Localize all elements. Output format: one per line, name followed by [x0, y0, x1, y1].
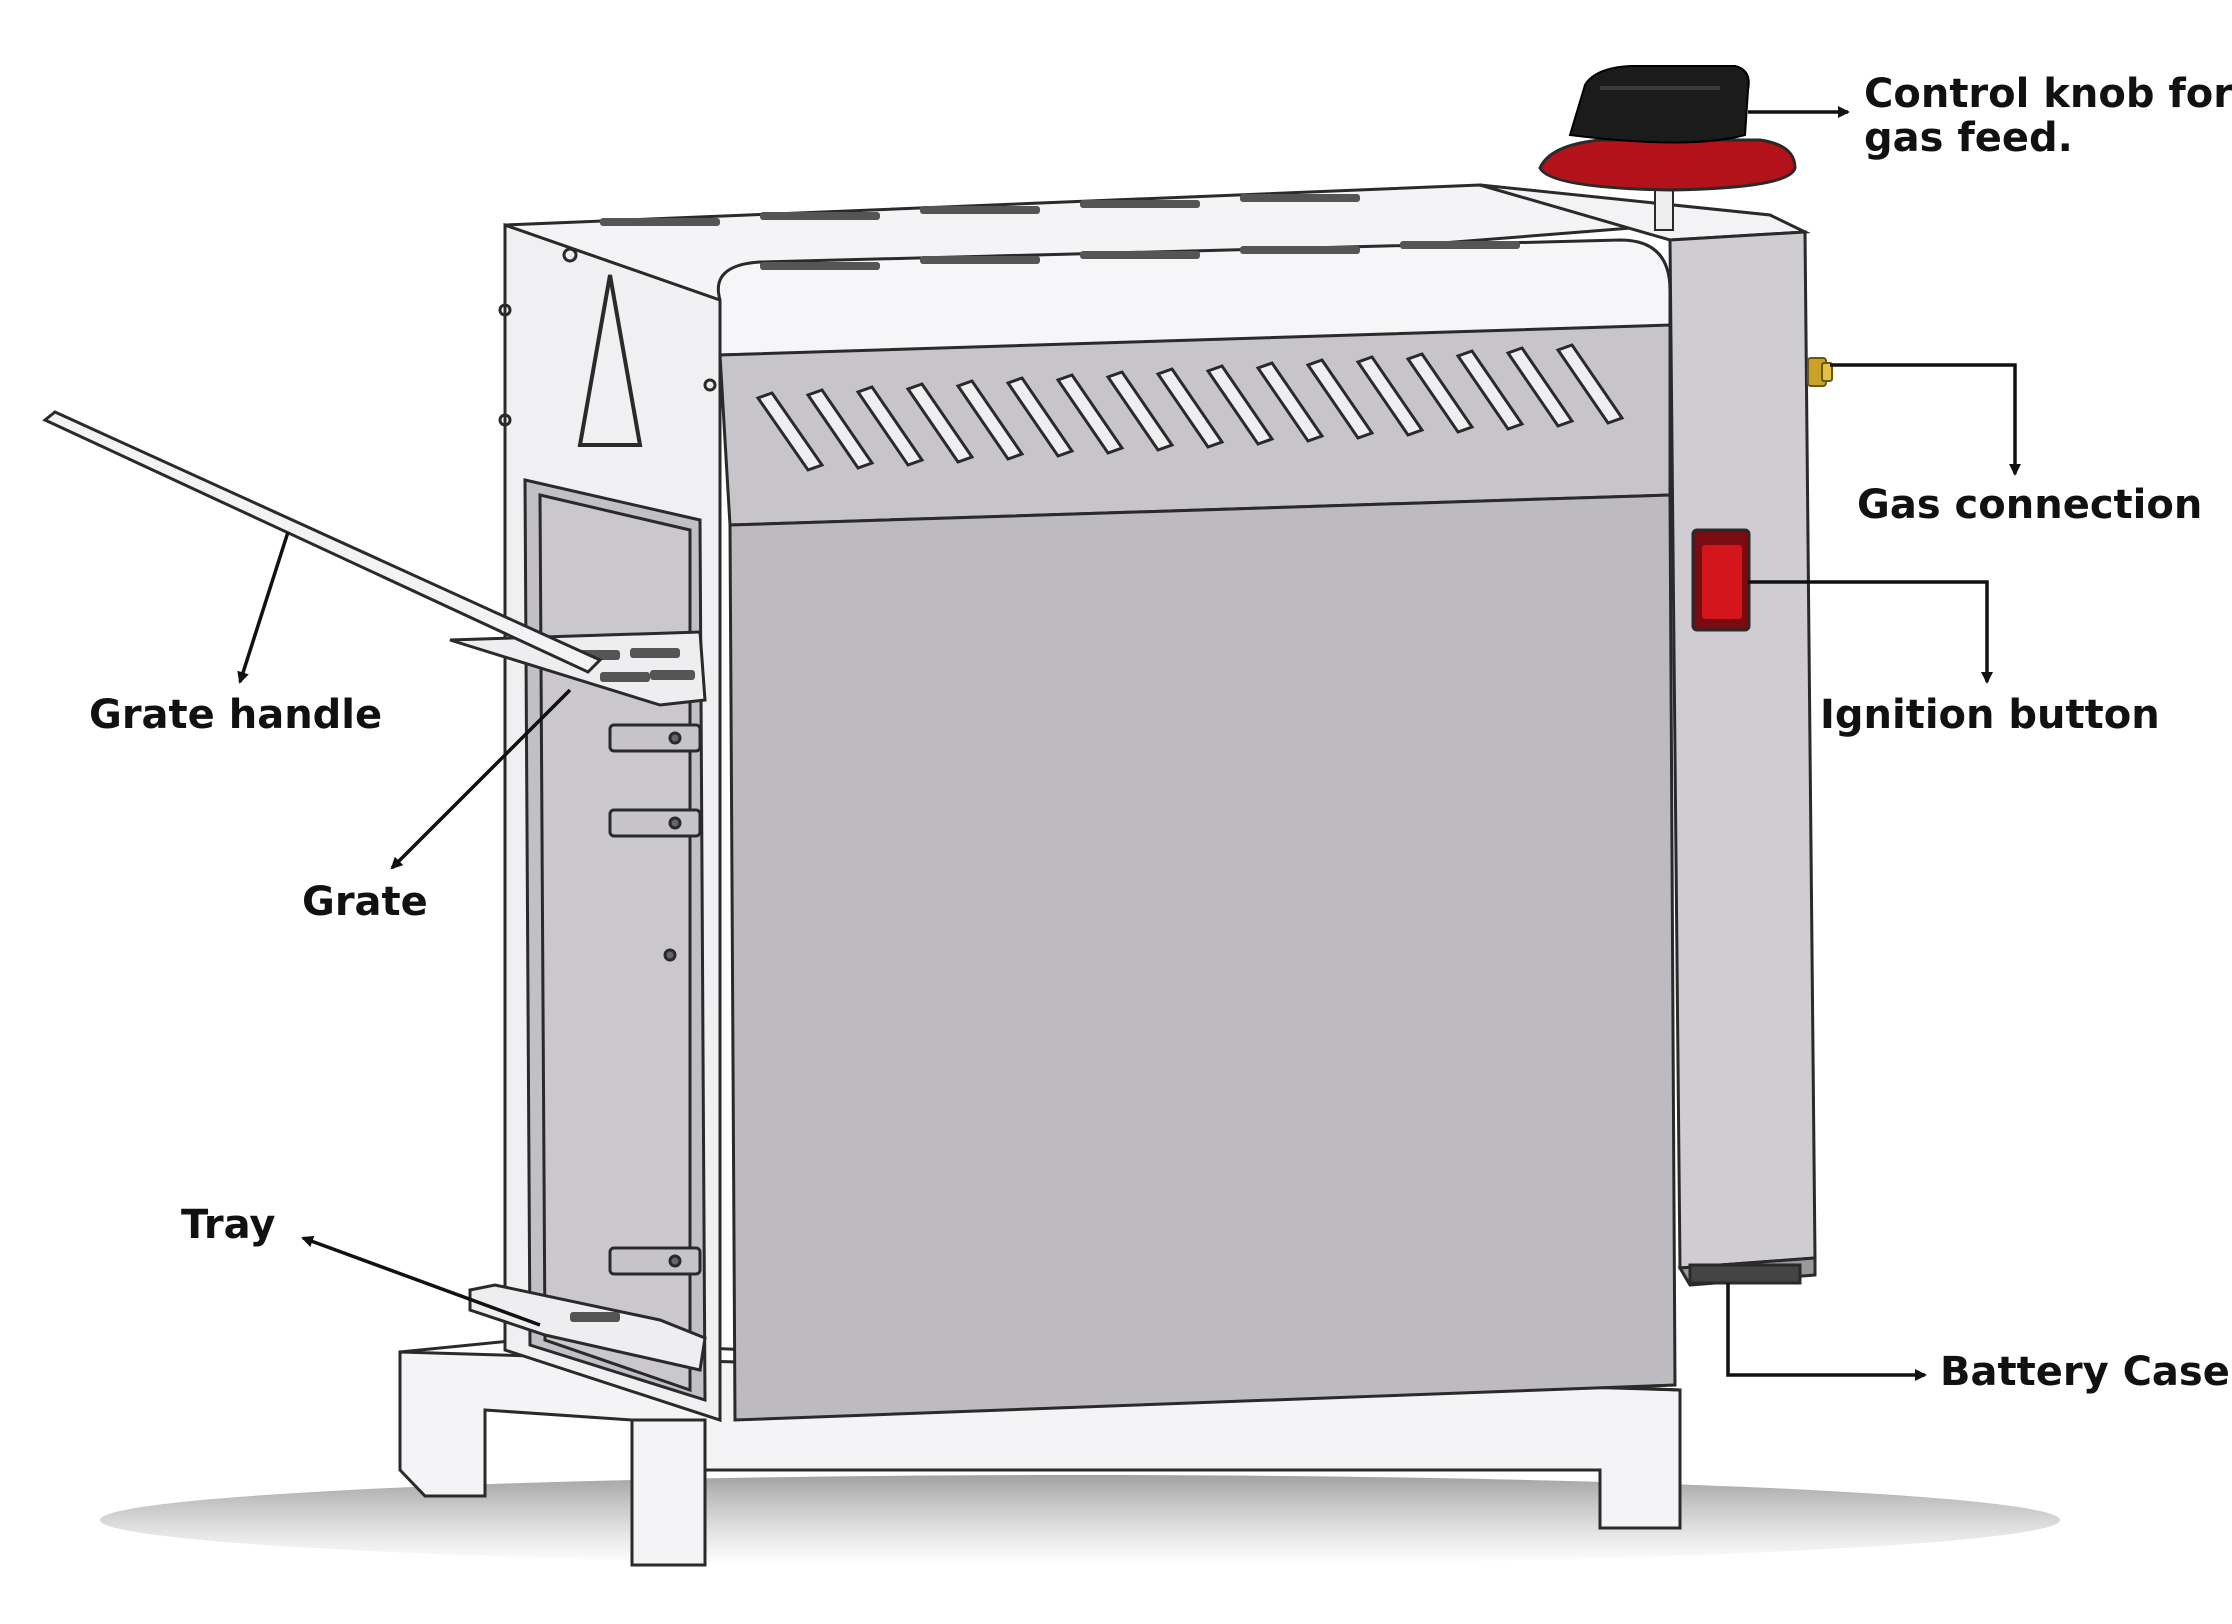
control-knob-label-line2: gas feed.	[1864, 115, 2073, 161]
battery-case	[1688, 1263, 1802, 1285]
tray-callout	[301, 1235, 541, 1327]
tray-label: Tray	[181, 1202, 276, 1248]
gas-callout	[1830, 363, 2021, 476]
grill-left-side	[498, 222, 722, 1423]
grate-handle	[42, 410, 603, 674]
battery-callout	[1726, 1283, 1927, 1381]
front-main-panel	[728, 493, 1677, 1422]
callout-lines	[237, 106, 2021, 1381]
grate-callout	[390, 688, 572, 870]
control-knob-label-line1: Control knob for	[1864, 71, 2232, 117]
grate-handle-label: Grate handle	[89, 692, 383, 738]
ignition-button-label: Ignition button	[1820, 692, 2160, 738]
tray	[468, 1283, 707, 1372]
ignition-switch	[1691, 528, 1751, 632]
battery-case-label: Battery Case	[1940, 1349, 2230, 1395]
ground-shadow	[100, 1475, 2060, 1565]
control-box	[1479, 183, 1817, 1287]
grate-label: Grate	[302, 879, 428, 925]
gas-fitting-icon	[1807, 357, 1833, 387]
control-knob	[1538, 65, 1797, 231]
front-vent-panel	[718, 323, 1672, 527]
gas-connection-label: Gas connection	[1857, 482, 2203, 528]
handle-callout	[237, 531, 290, 684]
control-knob-label: Control knob for gas feed.	[1864, 72, 2232, 160]
ignition-callout	[1748, 580, 1993, 684]
